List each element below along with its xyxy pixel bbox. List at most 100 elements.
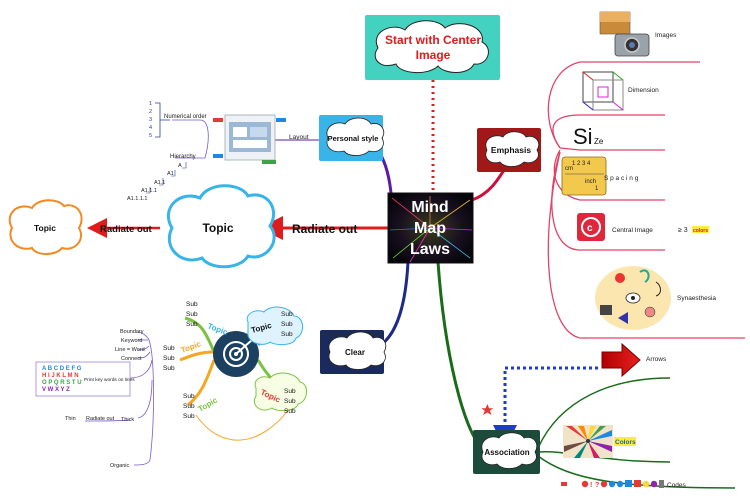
- topic-2-label: Topic: [34, 223, 56, 233]
- center-title-line-2: Map: [414, 220, 446, 237]
- svg-text:Sub: Sub: [281, 321, 293, 328]
- svg-text:A1.1.1: A1.1.1: [141, 188, 157, 194]
- organic-label: Organic: [110, 463, 130, 469]
- emphasis-label: Emphasis: [491, 145, 531, 155]
- svg-text:A B C D E F G: A B C D E F G: [42, 366, 82, 372]
- svg-text:H I J K L M N: H I J K L M N: [42, 373, 79, 379]
- emphasis-node[interactable]: Emphasis: [477, 128, 541, 172]
- topic-cloud-2[interactable]: Topic: [8, 199, 83, 255]
- arrows-label: Arrows: [646, 356, 667, 363]
- center-title-line-1: Mind: [411, 199, 448, 216]
- svg-text:Sub: Sub: [281, 331, 293, 338]
- colored-pencils-image: [563, 425, 613, 458]
- numerical-order-bracket: [155, 102, 170, 138]
- dimension-label: Dimension: [628, 87, 659, 94]
- association-branch: [436, 261, 482, 447]
- topic-1-label: Topic: [202, 221, 233, 235]
- connect-label: Connect: [121, 356, 142, 362]
- size-label-small: Ze: [594, 137, 604, 146]
- svg-text:!: !: [590, 482, 592, 489]
- svg-text:Sub: Sub: [284, 398, 296, 405]
- svg-text:Sub: Sub: [183, 393, 195, 400]
- svg-text:A: A: [178, 163, 182, 169]
- center-image[interactable]: Mind Map Laws: [387, 192, 474, 264]
- synaesthesia-illustration: [595, 266, 671, 330]
- clear-node[interactable]: Clear: [320, 330, 387, 374]
- central-image-icon: c: [577, 213, 605, 241]
- svg-text:2: 2: [149, 109, 152, 115]
- svg-text:Sub: Sub: [284, 388, 296, 395]
- svg-text:inch: inch: [585, 179, 596, 185]
- central-image-label: Central Image: [612, 227, 653, 234]
- topic-cloud-1[interactable]: Topic: [166, 184, 276, 269]
- radiate-label-2: Radiate out: [100, 224, 153, 235]
- svg-text:O P Q R S T U: O P Q R S T U: [42, 380, 82, 386]
- line-word-label: Line = Word: [115, 347, 145, 353]
- start-line-2: Image: [416, 48, 451, 62]
- svg-text:A1.1: A1.1: [154, 180, 165, 186]
- radiate-out-small-label: Radiate out: [86, 416, 115, 422]
- association-arrow-link: [493, 366, 600, 449]
- svg-text:Sub: Sub: [163, 365, 175, 372]
- clear-label: Clear: [345, 348, 365, 357]
- start-line-1: Start with Center: [385, 33, 481, 47]
- color-rule-swatch: colors: [692, 226, 709, 234]
- dimension-cube-icon: [582, 71, 624, 111]
- codes-icon-row: ! ?: [481, 404, 664, 489]
- colors-label: Colors: [615, 439, 636, 446]
- svg-text:Sub: Sub: [186, 301, 198, 308]
- boundary-label: Boundary: [120, 329, 144, 335]
- svg-text:colors: colors: [693, 228, 708, 234]
- svg-text:Sub: Sub: [163, 345, 175, 352]
- images-icon: [599, 11, 650, 57]
- svg-text:Sub: Sub: [183, 403, 195, 410]
- print-keywords-label: Print key words on lines: [84, 377, 135, 383]
- arrows-icon: [601, 342, 641, 378]
- alphabet-box: A B C D E F G H I J K L M N O P Q R S T …: [35, 361, 135, 397]
- personal-style-label: Personal style: [328, 134, 379, 143]
- svg-text:Sub: Sub: [186, 321, 198, 328]
- svg-text:?: ?: [595, 482, 599, 489]
- svg-text:Sub: Sub: [281, 311, 293, 318]
- numerical-order-list: 1 2 3 4 5: [149, 101, 152, 139]
- sample-sub-labels: Sub Sub Sub Sub Sub Sub Sub Sub Sub Sub …: [163, 301, 296, 420]
- radiate-label-1: Radiate out: [292, 222, 357, 236]
- spacing-label: S p a c i n g: [604, 175, 639, 182]
- layout-label: Layout: [289, 134, 309, 141]
- svg-text:Sub: Sub: [186, 311, 198, 318]
- svg-text:4: 4: [149, 125, 152, 131]
- color-rule-label: ≥ 3: [678, 227, 688, 234]
- size-label-big: Si: [573, 124, 593, 149]
- svg-text:A1: A1: [167, 171, 174, 177]
- personal-style-node[interactable]: Personal style: [319, 115, 385, 161]
- emphasis-subbranches: [547, 61, 745, 339]
- association-node[interactable]: Association: [473, 430, 540, 474]
- hierarchy-label: Hierarchy: [170, 154, 196, 160]
- svg-text:1 2 3 4: 1 2 3 4: [572, 161, 591, 167]
- keyword-label: Keyword: [121, 338, 142, 344]
- start-node[interactable]: Start with Center Image: [365, 15, 500, 80]
- svg-text:A1.1.1.1: A1.1.1.1: [127, 196, 148, 202]
- svg-text:Topic: Topic: [206, 321, 229, 337]
- svg-text:Sub: Sub: [163, 355, 175, 362]
- svg-text:1: 1: [149, 101, 152, 107]
- numerical-order-label: Numerical order: [164, 114, 207, 120]
- svg-text:V W X Y Z: V W X Y Z: [42, 387, 70, 393]
- svg-text:Sub: Sub: [183, 413, 195, 420]
- thin-label: Thin: [65, 416, 76, 422]
- center-title-line-3: Laws: [410, 241, 450, 258]
- association-label: Association: [484, 448, 529, 457]
- colors-label-highlight: Colors: [614, 437, 636, 446]
- svg-text:5: 5: [149, 133, 152, 139]
- svg-text:cm: cm: [565, 166, 573, 172]
- ruler-icon: cm 1 2 3 4 inch 1: [561, 156, 607, 196]
- sample-mind-map: [179, 306, 307, 441]
- svg-text:Sub: Sub: [284, 408, 296, 415]
- svg-text:Topic: Topic: [197, 395, 220, 413]
- svg-text:1: 1: [595, 186, 599, 192]
- clear-purple-branches: [84, 331, 154, 466]
- codes-label: Codes: [667, 482, 687, 489]
- layout-screenshot: [213, 114, 286, 164]
- images-label: Images: [655, 32, 677, 39]
